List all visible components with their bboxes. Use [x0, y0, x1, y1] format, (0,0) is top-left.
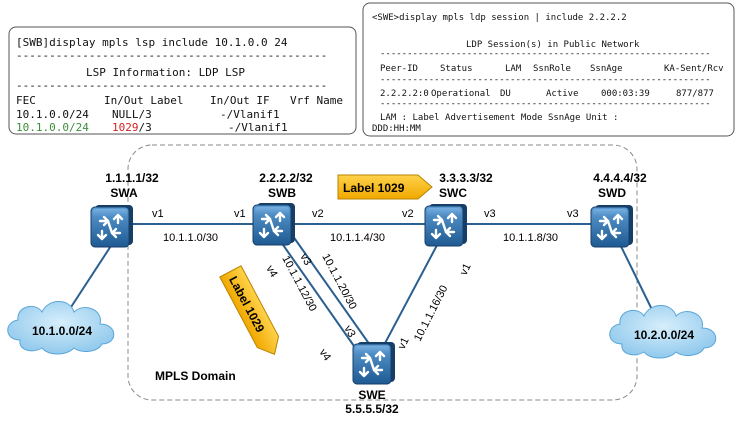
swe-rule-2: ----------------------------------------…: [380, 75, 711, 85]
swb-rule-1: ----------------------------------------…: [16, 49, 327, 62]
swe-row-lam: DU: [500, 89, 511, 99]
swb-header-fec: FEC: [16, 94, 36, 107]
swe-header-ka: KA-Sent/Rcv: [664, 64, 724, 74]
port-swb-v4: v4: [263, 264, 279, 280]
swe-row-status: Operational: [431, 89, 491, 99]
port-swb-v1: v1: [234, 208, 246, 220]
cloud-left-label: 10.1.0.0/24: [32, 324, 92, 338]
swb-header-if: In/Out IF: [210, 94, 270, 107]
swc-name: SWC: [439, 186, 467, 200]
switch-swa[interactable]: 1.1.1.1/32 SWA: [89, 171, 159, 249]
port-swe-v4: v4: [317, 347, 333, 363]
swe-row-peer: 2.2.2.2:0: [380, 89, 429, 99]
swe-row-age: 000:03:39: [601, 89, 650, 99]
switch-swc[interactable]: 3.3.3.3/32 SWC: [423, 171, 493, 248]
port-swb-v2: v2: [312, 208, 324, 220]
swe-header-status: Status: [440, 64, 473, 74]
net-swb-swc: 10.1.1.4/30: [330, 232, 385, 244]
swc-ip: 3.3.3.3/32: [439, 171, 493, 185]
swe-row-role: Active: [546, 89, 579, 99]
terminal-swe-frame: [362, 2, 735, 137]
switch-icon: [89, 203, 135, 249]
swe-header-role: SsnRole: [533, 64, 571, 74]
swb-ip: 2.2.2.2/32: [259, 171, 313, 185]
swe-header-peer: Peer-ID: [380, 64, 418, 74]
swb-row1-label: NULL/3: [112, 108, 152, 121]
badge-diag-shape: [219, 265, 280, 356]
swe-name: SWE: [358, 388, 385, 402]
badge-top-shape: [337, 174, 433, 200]
swb-row1-if: -/Vlanif1: [220, 108, 280, 121]
swe-footer-2: DDD:HH:MM: [372, 124, 421, 134]
switch-icon: [251, 201, 297, 247]
swe-title: LDP Session(s) in Public Network: [466, 40, 640, 50]
swb-row1-fec: 10.1.0.0/24: [16, 108, 89, 121]
swb-row2-label-in: 1029: [112, 121, 139, 134]
cloud-right: 10.2.0.0/24: [609, 305, 717, 359]
swb-row2-fec: 10.1.0.0/24: [16, 121, 89, 134]
port-swc-v3: v3: [484, 208, 496, 220]
badge-diag: Label 1029: [219, 265, 280, 356]
port-swd-v3: v3: [567, 208, 579, 220]
swb-name: SWB: [268, 186, 296, 200]
switch-icon: [589, 203, 635, 249]
port-swc-v1: v1: [458, 262, 474, 278]
network-labels: 10.1.1.0/30 10.1.1.4/30 10.1.1.8/30 10.1…: [163, 232, 558, 343]
swb-row2-if: -/Vlanif1: [228, 121, 288, 134]
swb-rule-2: ----------------------------------------…: [16, 79, 327, 92]
swd-name: SWD: [598, 186, 626, 200]
swe-rule-3: ----------------------------------------…: [380, 99, 711, 109]
swe-header-lam: LAM: [505, 64, 522, 74]
link-swb-swe-v3: [289, 231, 383, 363]
mpls-domain-label: MPLS Domain: [155, 369, 236, 383]
net-swa-swb: 10.1.1.0/30: [163, 232, 218, 244]
swb-header-vrf: Vrf Name: [290, 94, 343, 107]
swb-command: [SWB]display mpls lsp include 10.1.0.0 2…: [16, 36, 288, 49]
port-labels: v1 v1 v2 v2 v3 v3 v4 v3 v4 v3 v1 v1: [152, 208, 579, 363]
swd-ip: 4.4.4.4/32: [593, 171, 647, 185]
terminal-swe: <SWE>display mpls ldp session | include …: [362, 2, 735, 137]
port-swe-v3: v3: [341, 324, 357, 340]
terminal-swb-frame: [8, 26, 357, 135]
swe-command: <SWE>display mpls ldp session | include …: [372, 13, 627, 23]
switch-icon: [351, 340, 397, 386]
swa-ip: 1.1.1.1/32: [105, 171, 159, 185]
swa-name: SWA: [110, 186, 138, 200]
cloud-left: 10.1.0.0/24: [7, 301, 115, 355]
badge-top: Label 1029: [337, 174, 433, 200]
port-swb-v3: v3: [297, 252, 313, 268]
port-swe-v1: v1: [396, 336, 412, 352]
swb-row2-label-group: 1029/3: [112, 121, 152, 134]
swb-title: LSP Information: LDP LSP: [86, 66, 245, 79]
swe-row-ka: 877/877: [676, 89, 714, 99]
badge-top-label: Label 1029: [343, 181, 405, 195]
swe-rule-1: ----------------------------------------…: [380, 49, 711, 59]
swb-header-label: In/Out Label: [104, 94, 183, 107]
switch-swe[interactable]: SWE 5.5.5.5/32: [345, 340, 399, 416]
swe-footer-1: LAM : Label Advertisement Mode SsnAge Un…: [380, 113, 618, 123]
port-swa-v1: v1: [152, 208, 164, 220]
switch-icon: [423, 202, 469, 248]
swb-row2-label-out: /3: [139, 121, 152, 134]
swe-header-age: SsnAge: [590, 64, 623, 74]
link-swb-swe-v4: [273, 231, 369, 367]
swe-ip: 5.5.5.5/32: [345, 402, 399, 416]
net-swc-swd: 10.1.1.8/30: [503, 232, 558, 244]
terminal-swb: [SWB]display mpls lsp include 10.1.0.0 2…: [8, 26, 357, 135]
port-swc-v2: v2: [402, 208, 414, 220]
switch-swd[interactable]: 4.4.4.4/32 SWD: [589, 171, 647, 249]
switch-swb[interactable]: 2.2.2.2/32 SWB: [251, 171, 313, 247]
cloud-right-label: 10.2.0.0/24: [634, 328, 694, 342]
net-swc-swe: 10.1.1.16/30: [412, 283, 450, 343]
mpls-domain-boundary: [127, 144, 638, 401]
